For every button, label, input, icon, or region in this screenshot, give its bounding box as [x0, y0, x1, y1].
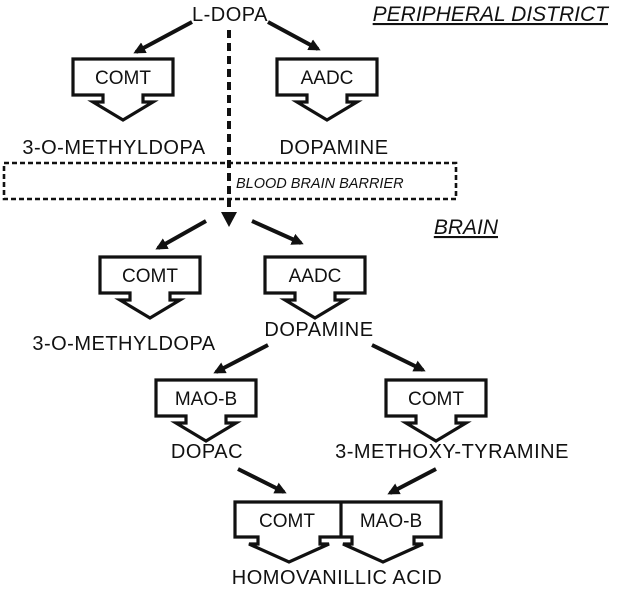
dopamine-peripheral: DOPAMINE [279, 137, 388, 159]
arrow-dopamine-to-comt [371, 343, 426, 372]
comt-peripheral-label: COMT [95, 68, 151, 89]
arrow-ldopa-to-comt-peripheral [133, 20, 193, 54]
l-dopa-label: L-DOPA [192, 4, 268, 26]
blood-brain-barrier-label: BLOOD BRAIN BARRIER [236, 176, 404, 192]
comt-mt-label: COMT [408, 389, 464, 410]
arrow-mt-to-maob [387, 467, 437, 495]
brain-label: BRAIN [434, 216, 499, 239]
aadc-peripheral-box: AADC [275, 57, 379, 122]
maob-hva-label: MAO-B [360, 511, 422, 532]
dashed-arrow-head [221, 212, 237, 227]
homovanillic-acid-label: HOMOVANILLIC ACID [232, 567, 442, 589]
comt-mt-box: COMT [384, 378, 488, 443]
blood-brain-barrier-band [2, 161, 458, 201]
dopamine-brain: DOPAMINE [264, 319, 373, 341]
arrow-brain-to-aadc [251, 219, 304, 245]
comt-maob-combined-box: COMT MAO-B [233, 500, 443, 564]
peripheral-district-label: PERIPHERAL DISTRICT [373, 3, 610, 26]
comt-peripheral-box: COMT [71, 57, 175, 122]
comt-hva-label: COMT [259, 511, 315, 532]
3-methoxy-tyramine-label: 3-METHOXY-TYRAMINE [335, 441, 569, 463]
dopac-label: DOPAC [171, 441, 243, 463]
3-o-methyldopa-brain: 3-O-METHYLDOPA [32, 333, 215, 355]
comt-brain-label: COMT [122, 266, 178, 287]
comt-brain-box: COMT [98, 255, 202, 320]
aadc-brain-label: AADC [289, 266, 342, 287]
maob-dopac-label: MAO-B [175, 389, 237, 410]
arrow-dopamine-to-maob [213, 343, 269, 374]
aadc-peripheral-label: AADC [301, 68, 354, 89]
arrow-ldopa-to-aadc-peripheral [267, 20, 321, 51]
maob-dopac-box: MAO-B [154, 378, 258, 443]
3-o-methyldopa-peripheral: 3-O-METHYLDOPA [22, 137, 205, 159]
arrow-brain-to-comt [155, 219, 207, 250]
arrow-dopac-to-comt [237, 467, 287, 494]
aadc-brain-box: AADC [263, 255, 367, 320]
